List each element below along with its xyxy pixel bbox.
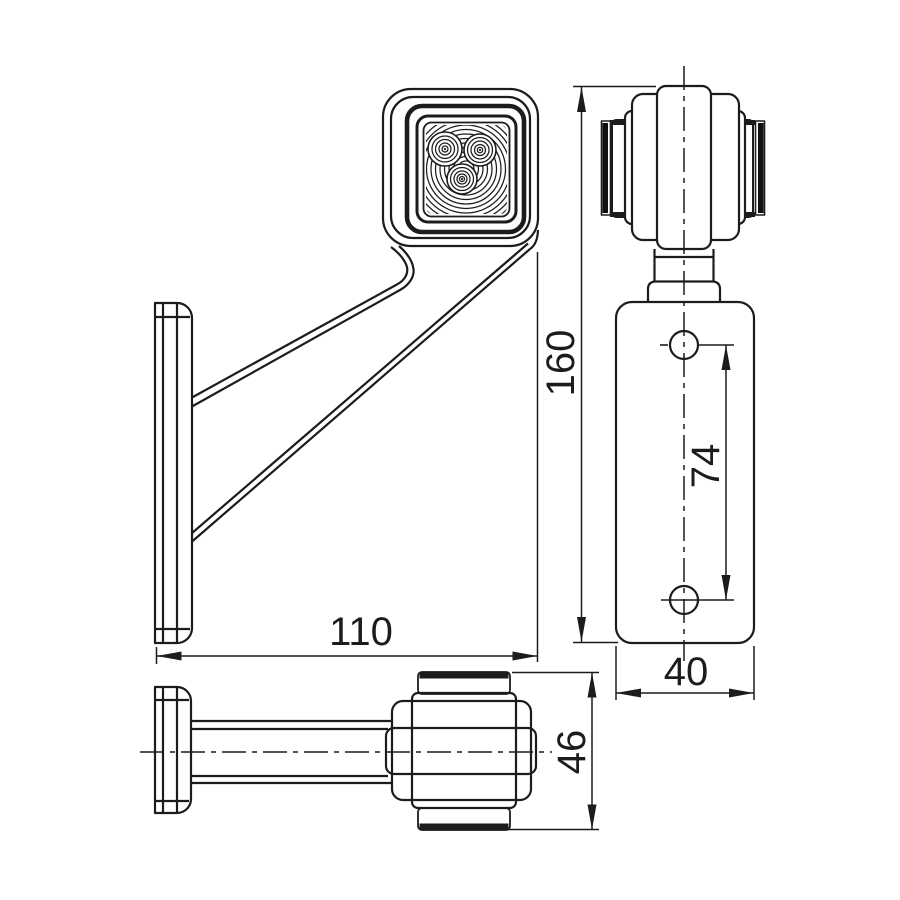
head-slab-2 — [390, 699, 533, 802]
lens-cap-right — [754, 120, 766, 216]
dimension-label-46: 46 — [550, 730, 594, 775]
arm-top-edge-inner — [191, 245, 415, 408]
arrowhead-down — [721, 575, 731, 600]
plate-outline — [153, 301, 194, 645]
plate-outline — [153, 685, 193, 815]
lens-inner-frame — [422, 121, 511, 218]
arm-bottom-edge-outer — [190, 229, 540, 543]
arrowhead-up — [721, 345, 731, 370]
lens-cap-left — [600, 120, 612, 216]
arrowhead-left — [616, 688, 641, 698]
dimension-160: 160 — [539, 85, 656, 644]
side-view-mounting-plate — [153, 301, 194, 645]
dimension-46: 46 — [508, 671, 599, 831]
arrowhead-up — [577, 87, 586, 112]
neck-shoulder-right — [713, 280, 722, 302]
head-slab-3 — [410, 691, 518, 810]
arrowhead-up — [587, 672, 597, 698]
dimension-40: 40 — [615, 646, 755, 700]
front-view — [600, 66, 766, 661]
dimension-label-74: 74 — [684, 444, 728, 489]
arrowhead-right — [729, 688, 754, 698]
side-view-lamp-head — [381, 87, 540, 248]
top-view-lamp-head — [384, 671, 538, 831]
front-view-neck — [646, 249, 722, 302]
dimension-110: 110 — [155, 252, 539, 664]
dimensions: 160 74 110 40 — [155, 85, 755, 831]
top-view — [140, 671, 552, 831]
dimension-74: 74 — [684, 345, 731, 600]
front-view-mounting-plate — [614, 300, 756, 645]
arm-top-edge-outer — [191, 246, 409, 399]
arrowhead-right — [512, 651, 538, 661]
led-reflector-bottom — [446, 163, 478, 195]
arrowhead-left — [156, 651, 182, 661]
top-view-mounting-plate — [153, 685, 193, 815]
dimension-label-110: 110 — [329, 610, 393, 654]
arrowhead-down — [587, 804, 597, 830]
front-view-lamp-head — [600, 84, 766, 251]
top-view-arm — [191, 719, 391, 785]
plate-front — [614, 300, 756, 645]
side-view-arm — [190, 229, 540, 543]
head-slab-center — [384, 726, 538, 776]
lamp-lens — [426, 125, 507, 214]
dimension-label-160: 160 — [539, 330, 583, 397]
led-reflector-top-right — [463, 133, 497, 167]
neck-shoulder-left — [646, 280, 655, 302]
dimension-label-40: 40 — [664, 650, 709, 694]
led-reflector-top-left — [427, 131, 463, 167]
arrowhead-down — [577, 617, 586, 642]
arm-bottom-edge-inner — [190, 242, 529, 535]
side-view — [153, 87, 540, 645]
